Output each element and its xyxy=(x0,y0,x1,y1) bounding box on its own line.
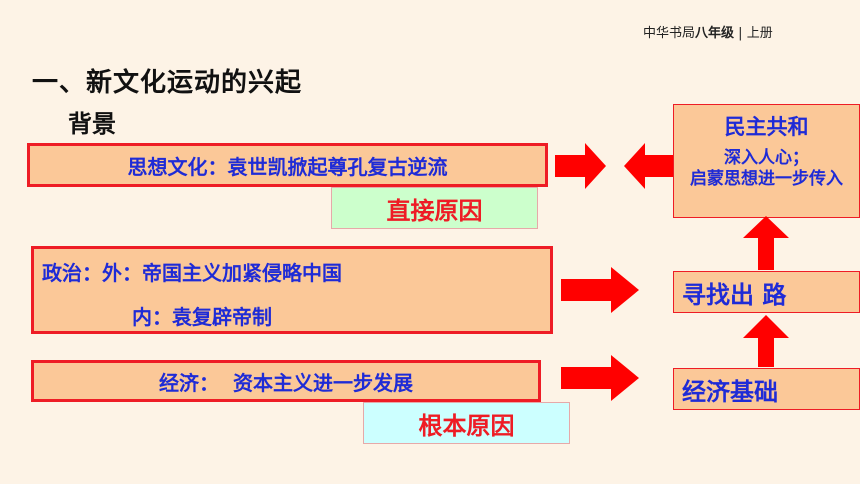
republic-line2: 深入人心； xyxy=(724,148,809,168)
arrow-left-republic-icon xyxy=(624,143,673,189)
seek-road-text: 寻找出 路 xyxy=(682,280,787,309)
root-cause-label: 根本原因 xyxy=(363,402,570,444)
republic-box: 民主共和 深入人心； 启蒙思想进一步传入 xyxy=(673,104,860,218)
slide-title: 一、新文化运动的兴起 xyxy=(32,68,303,98)
seek-road-box: 寻找出 路 xyxy=(673,271,860,313)
root-cause-text: 根本原因 xyxy=(418,411,515,440)
volume-label: 上册 xyxy=(746,26,773,41)
publisher-label: 中华书局 xyxy=(643,26,696,41)
republic-line3: 启蒙思想进一步传入 xyxy=(690,169,843,189)
economic-base-box: 经济基础 xyxy=(673,368,860,410)
politics-box: 政治：外：帝国主义加紧侵略中国 内：袁复辟帝制 xyxy=(31,246,553,334)
direct-cause-text: 直接原因 xyxy=(386,196,483,225)
economy-box: 经济： 资本主义进一步发展 xyxy=(31,360,541,402)
thought-culture-box: 思想文化：袁世凯掀起尊孔复古逆流 xyxy=(27,143,548,187)
politics-external-text: 政治：外：帝国主义加紧侵略中国 xyxy=(42,261,342,285)
header-separator: | xyxy=(738,26,743,41)
header: 中华书局八年级 | 上册 xyxy=(643,22,773,41)
slide-subtitle: 背景 xyxy=(68,110,116,138)
arrow-right-thought-icon xyxy=(555,143,606,189)
direct-cause-label: 直接原因 xyxy=(331,187,538,229)
grade-label: 八年级 xyxy=(695,26,735,41)
arrow-up-to-road-icon xyxy=(743,315,789,367)
thought-culture-text: 思想文化：袁世凯掀起尊孔复古逆流 xyxy=(127,154,448,179)
economic-base-text: 经济基础 xyxy=(682,377,778,406)
republic-title: 民主共和 xyxy=(724,115,809,139)
arrow-up-to-republic-icon xyxy=(743,216,789,270)
economy-text: 经济： 资本主义进一步发展 xyxy=(159,370,413,395)
arrow-right-economy-icon xyxy=(561,355,639,401)
arrow-right-politics-icon xyxy=(561,267,639,313)
politics-internal-text: 内：袁复辟帝制 xyxy=(132,305,272,329)
